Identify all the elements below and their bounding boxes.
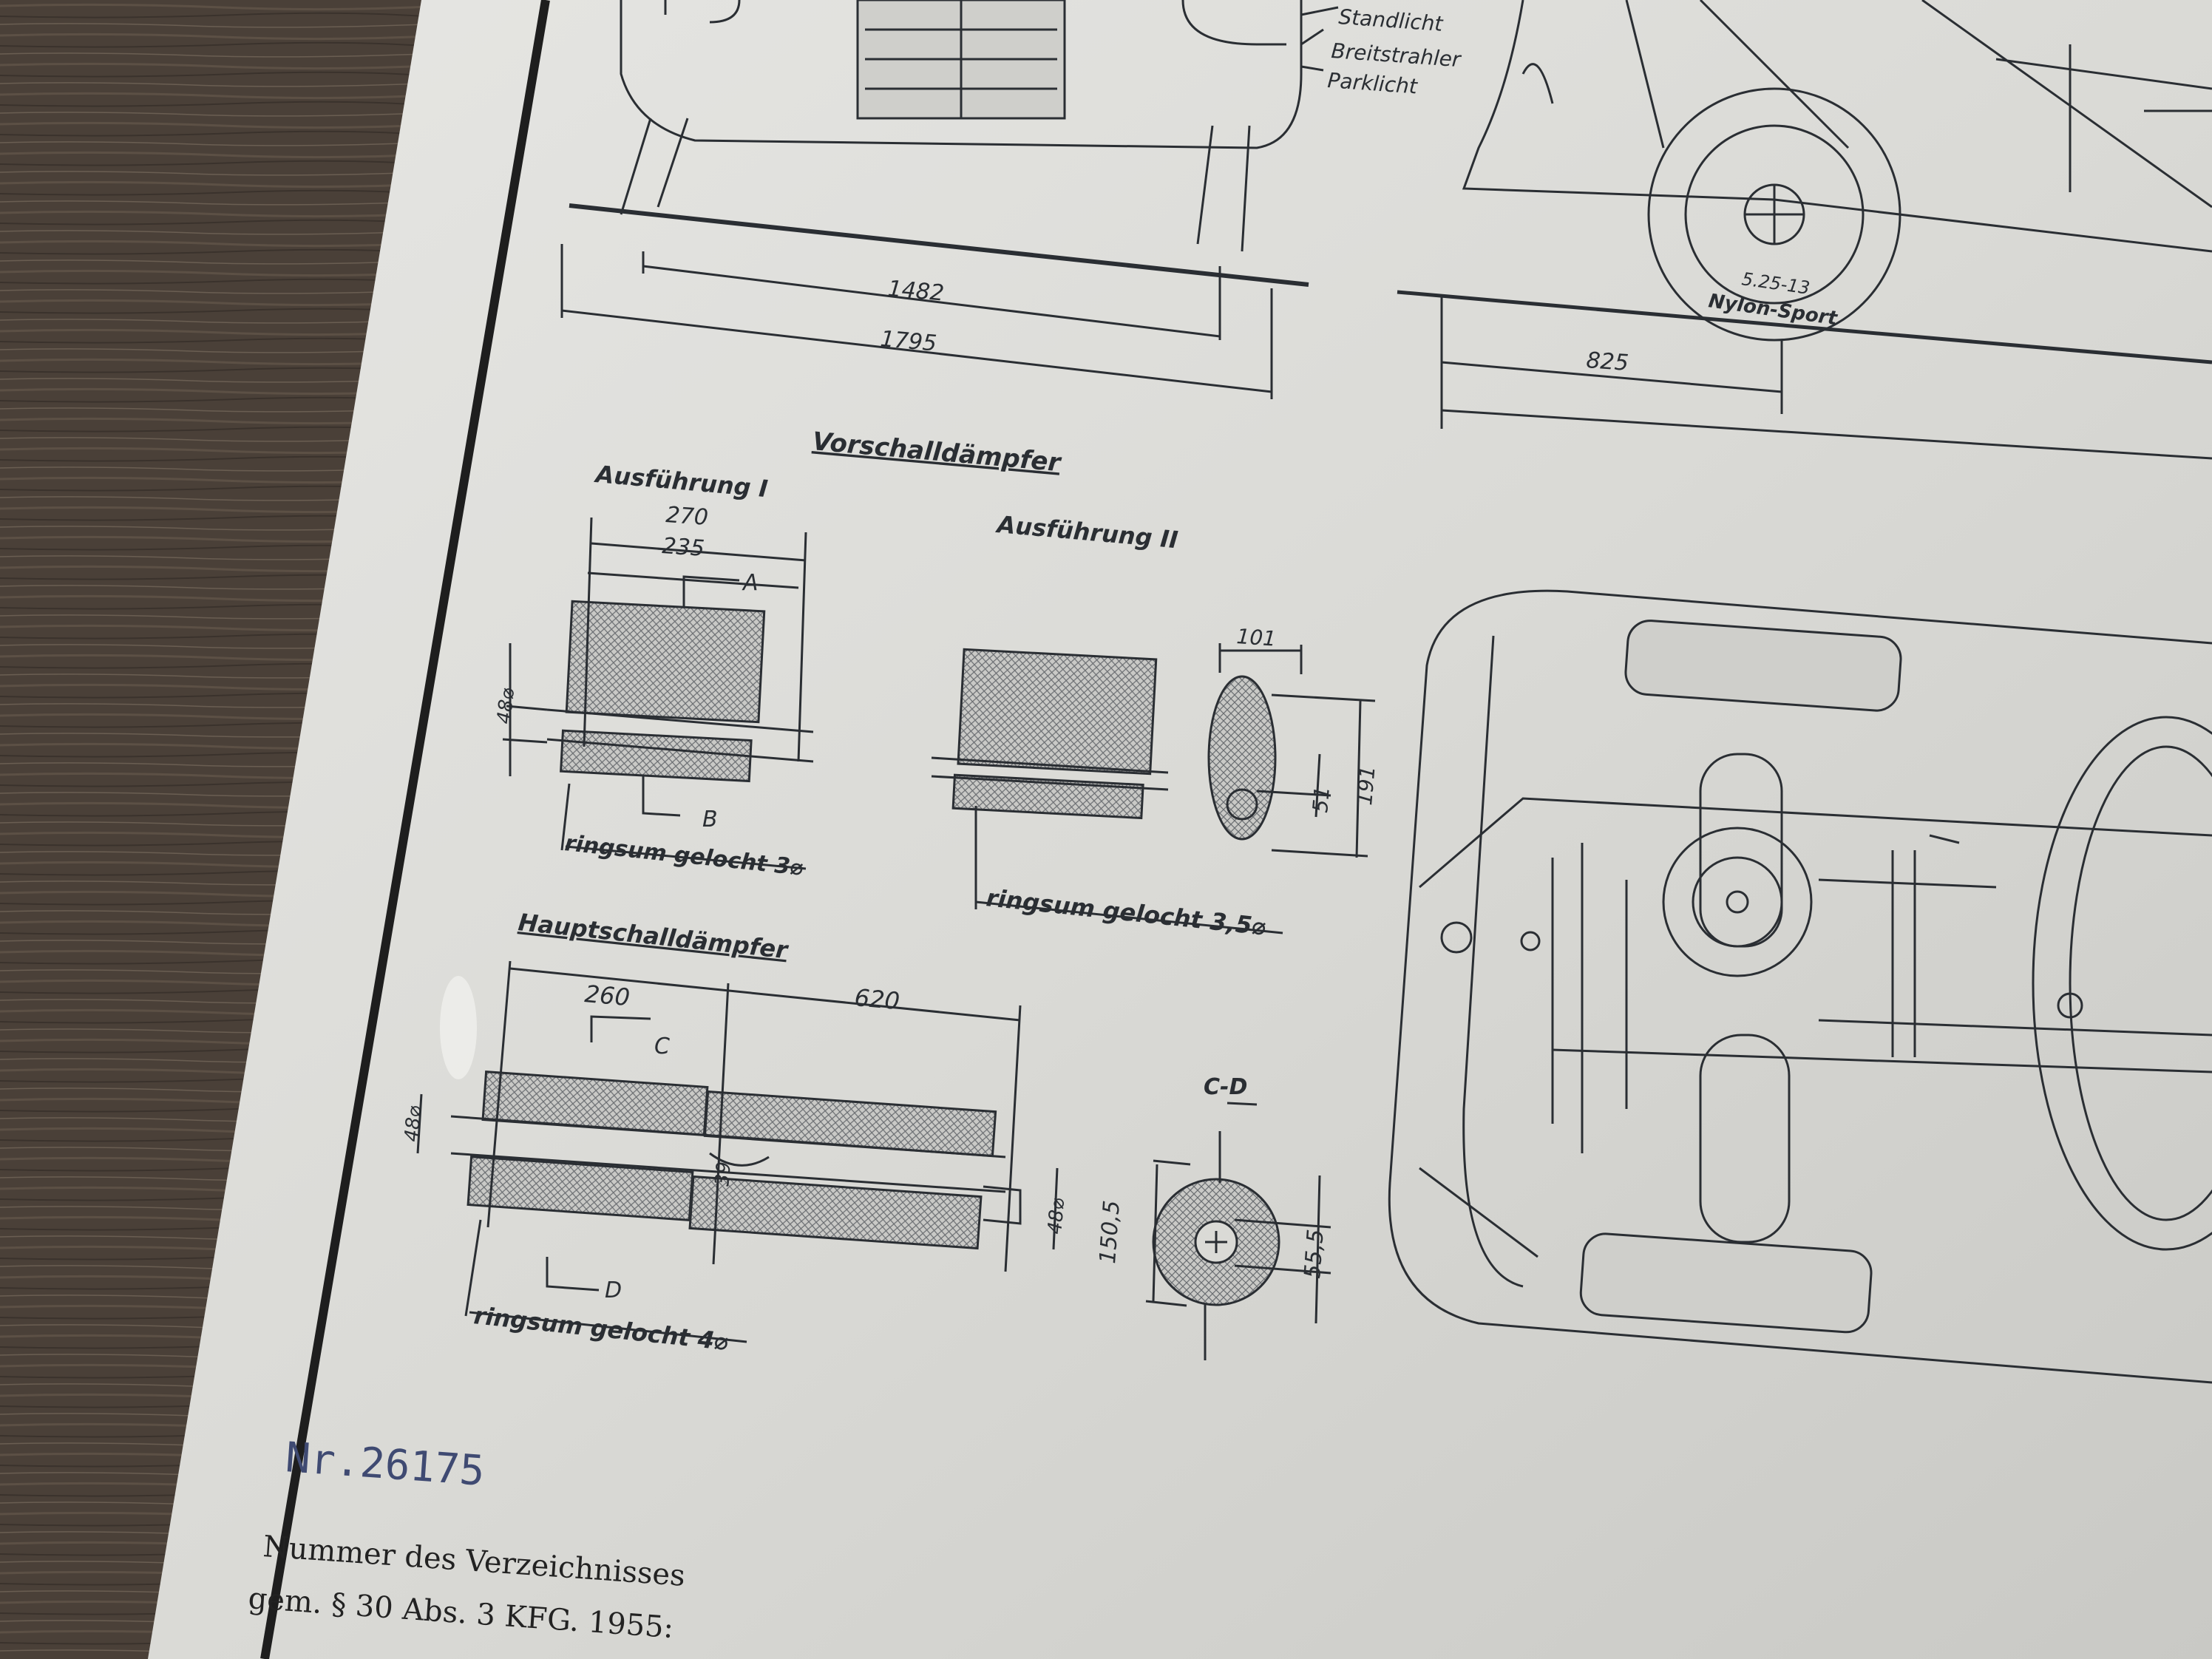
dim-101: 101 [1236, 624, 1278, 651]
paper-sheet [148, 0, 2212, 1659]
pre-muffler-2-drawing [931, 643, 1376, 934]
section-b-label: B [702, 807, 718, 832]
dim-48-pre: 48⌀ [493, 687, 519, 725]
paper-glare [440, 976, 477, 1079]
dim-1795: 1795 [879, 326, 937, 357]
section-cd-drawing [1145, 1102, 1331, 1360]
main-muffler-drawing [416, 960, 1059, 1343]
section-d-label: D [605, 1278, 622, 1303]
dim-270: 270 [665, 502, 709, 531]
dim-48-main-out: 48⌀ [1044, 1197, 1069, 1235]
title-section-cd: C-D [1204, 1074, 1247, 1100]
dim-55-5: 55,5 [1300, 1228, 1329, 1279]
dim-48-main-in: 48⌀ [401, 1105, 426, 1143]
chassis-view-drawing [1388, 589, 2212, 1384]
border-line [260, 0, 550, 1659]
dim-235: 235 [661, 533, 705, 562]
dim-39: 39 [711, 1161, 736, 1187]
front-view-drawing [560, 0, 1339, 399]
section-a-label: A [742, 570, 759, 596]
dim-191: 191 [1352, 764, 1380, 806]
section-c-label: C [654, 1034, 670, 1059]
dim-620: 620 [853, 983, 900, 1015]
dim-260: 260 [583, 980, 631, 1011]
pre-muffler-1-drawing [502, 517, 814, 870]
side-view-drawing [1397, 0, 2212, 460]
dim-51: 51 [1308, 785, 1334, 813]
dim-1482: 1482 [886, 276, 945, 307]
dim-150-5: 150,5 [1095, 1199, 1125, 1264]
dim-825: 825 [1585, 347, 1629, 376]
